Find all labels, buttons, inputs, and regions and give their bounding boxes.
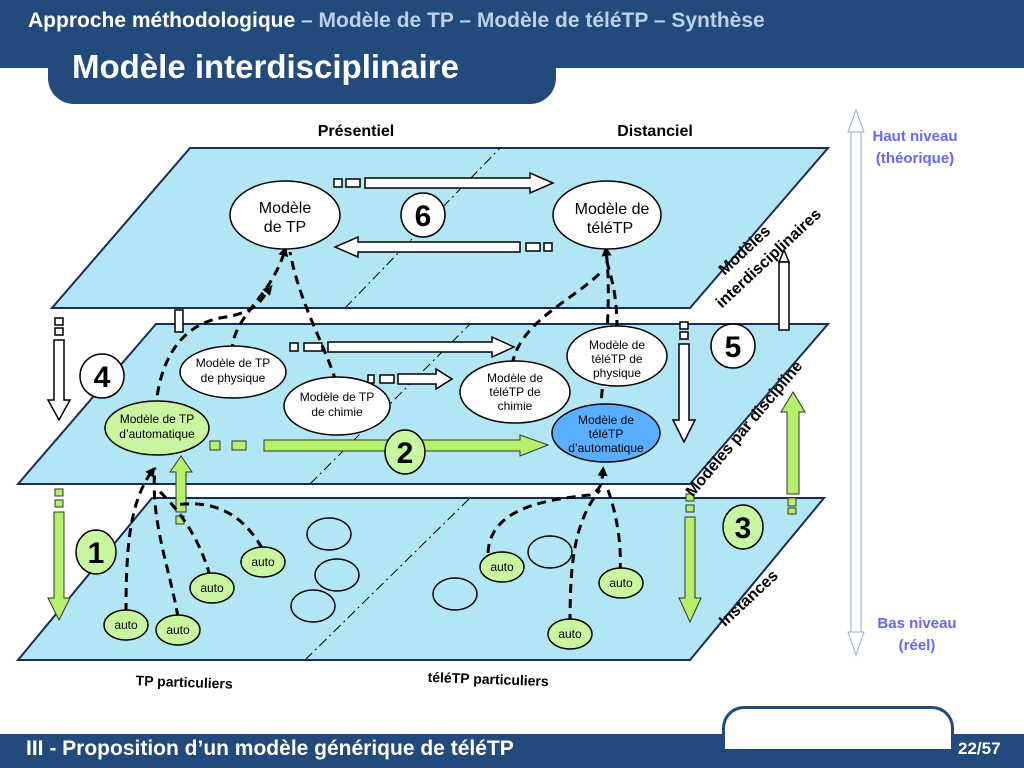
node-modele-tp: Modèle de TP bbox=[229, 180, 341, 250]
step-badge-2: 2 bbox=[384, 429, 426, 475]
step-badge-4-label: 4 bbox=[94, 361, 111, 394]
step-badge-2-label: 2 bbox=[397, 437, 414, 470]
instance-auto-teletp-1-label: auto bbox=[490, 560, 514, 574]
node-teletp-physique-l3: physique bbox=[593, 366, 641, 380]
step-badge-3-label: 3 bbox=[735, 512, 752, 545]
haut-niveau-l2: (théorique) bbox=[876, 150, 954, 167]
step-badge-1: 1 bbox=[75, 529, 117, 575]
haut-niveau-l1: Haut niveau bbox=[872, 128, 957, 145]
arrow-left-middle-to-bottom bbox=[47, 488, 71, 622]
arrow-right-bottom-to-middle bbox=[780, 391, 806, 515]
breadcrumb-section: Approche méthodologique bbox=[28, 9, 296, 32]
arrow-top-to-middle-small bbox=[174, 309, 184, 333]
page-total: 57 bbox=[981, 739, 1001, 758]
step-badge-4: 4 bbox=[79, 353, 125, 399]
breadcrumb: Approche méthodologique – Modèle de TP –… bbox=[28, 9, 765, 33]
column-presentiel: Présentiel bbox=[318, 123, 394, 140]
arrow-left-top-to-middle bbox=[46, 317, 72, 422]
node-tp-automatique-l2: d’automatique bbox=[119, 427, 195, 441]
interdisciplinary-diagram: Présentiel Distanciel bbox=[15, 108, 958, 692]
node-modele-teletp: Modèle de téléTP bbox=[552, 180, 662, 250]
node-teletp-automatique-l3: d’automatique bbox=[568, 441, 644, 455]
instance-auto-tp-1-label: auto bbox=[114, 618, 138, 632]
step-badge-3: 3 bbox=[722, 504, 764, 550]
instance-auto-tp-4: auto bbox=[240, 546, 286, 578]
breadcrumb-path: – Modèle de TP – Modèle de téléTP – Synt… bbox=[301, 9, 765, 32]
step-badge-5-label: 5 bbox=[725, 331, 742, 364]
arrow-right-middle-to-bottom bbox=[678, 493, 702, 624]
node-tp-chimie: Modèle de TP de chimie bbox=[283, 376, 391, 436]
node-tp-physique-l2: de physique bbox=[201, 371, 266, 385]
node-teletp-physique-l1: Modèle de bbox=[589, 338, 645, 352]
node-tp-automatique: Modèle de TP d’automatique bbox=[104, 400, 210, 456]
instance-auto-teletp-3: auto bbox=[547, 618, 593, 650]
caption-tp-particuliers: TP particuliers bbox=[135, 672, 233, 691]
node-teletp-chimie: Modèle de téléTP de chimie bbox=[459, 360, 571, 424]
footer-tab bbox=[722, 706, 954, 749]
page-number: 22/57 bbox=[958, 739, 1001, 759]
node-tp-automatique-l1: Modèle de TP bbox=[120, 412, 195, 426]
instance-nodes bbox=[290, 517, 573, 623]
instance-auto-tp-1: auto bbox=[103, 609, 149, 641]
instance-auto-tp-3: auto bbox=[189, 572, 235, 604]
node-teletp-chimie-l1: Modèle de bbox=[487, 371, 543, 385]
step-badge-6-label: 6 bbox=[415, 200, 432, 233]
node-modele-teletp-l2: téléTP bbox=[587, 220, 633, 237]
title-tab bbox=[48, 40, 556, 104]
arrow-physique-to-telephysique bbox=[289, 335, 516, 359]
instance-auto-tp-2-label: auto bbox=[166, 623, 190, 637]
node-tp-chimie-l1: Modèle de TP bbox=[300, 390, 375, 404]
page-current: 22 bbox=[958, 739, 977, 758]
node-modele-tp-l2: de TP bbox=[264, 219, 306, 236]
arrow-chimie-to-telechimie bbox=[367, 367, 454, 391]
node-modele-teletp-l1: Modèle de bbox=[575, 201, 650, 218]
column-distanciel: Distanciel bbox=[617, 123, 693, 140]
step-badge-6: 6 bbox=[400, 192, 446, 238]
instance-auto-teletp-2-label: auto bbox=[609, 576, 633, 590]
step-badge-5: 5 bbox=[710, 323, 756, 369]
node-tp-physique-l1: Modèle de TP bbox=[196, 356, 271, 370]
node-teletp-physique: Modèle de téléTP de physique bbox=[566, 325, 668, 387]
node-teletp-physique-l2: téléTP de bbox=[591, 352, 642, 366]
instance-auto-tp-4-label: auto bbox=[251, 555, 275, 569]
footer-title: III - Proposition d’un modèle générique … bbox=[26, 737, 514, 760]
instance-auto-teletp-1: auto bbox=[479, 551, 525, 583]
node-teletp-automatique: Modèle de téléTP d’automatique bbox=[551, 403, 661, 463]
arrow-tp-to-teletp-top bbox=[333, 171, 555, 195]
node-modele-tp-l1: Modèle bbox=[259, 200, 312, 217]
page-separator: / bbox=[976, 739, 982, 758]
level-scale bbox=[847, 108, 865, 657]
node-teletp-automatique-l1: Modèle de bbox=[578, 413, 634, 427]
arrow-teletp-to-tp-top bbox=[333, 235, 553, 259]
arrow-right-top-to-middle bbox=[671, 321, 697, 444]
instance-auto-tp-3-label: auto bbox=[200, 581, 224, 595]
node-tp-physique: Modèle de TP de physique bbox=[179, 345, 287, 399]
instance-auto-teletp-2: auto bbox=[598, 567, 644, 599]
caption-teletp-particuliers: téléTP particuliers bbox=[427, 669, 549, 689]
page-title: Modèle interdisciplinaire bbox=[72, 48, 459, 85]
arrow-right-middle-to-top bbox=[777, 248, 791, 331]
node-teletp-chimie-l3: chimie bbox=[498, 399, 533, 413]
bas-niveau-l2: (réel) bbox=[899, 637, 936, 654]
node-teletp-automatique-l2: téléTP bbox=[589, 427, 624, 441]
node-teletp-chimie-l2: téléTP de bbox=[489, 385, 540, 399]
node-tp-chimie-l2: de chimie bbox=[311, 405, 363, 419]
step-badge-1-label: 1 bbox=[88, 537, 105, 570]
instance-auto-tp-2: auto bbox=[155, 614, 201, 646]
instance-auto-teletp-3-label: auto bbox=[558, 627, 582, 641]
bas-niveau-l1: Bas niveau bbox=[877, 615, 956, 632]
